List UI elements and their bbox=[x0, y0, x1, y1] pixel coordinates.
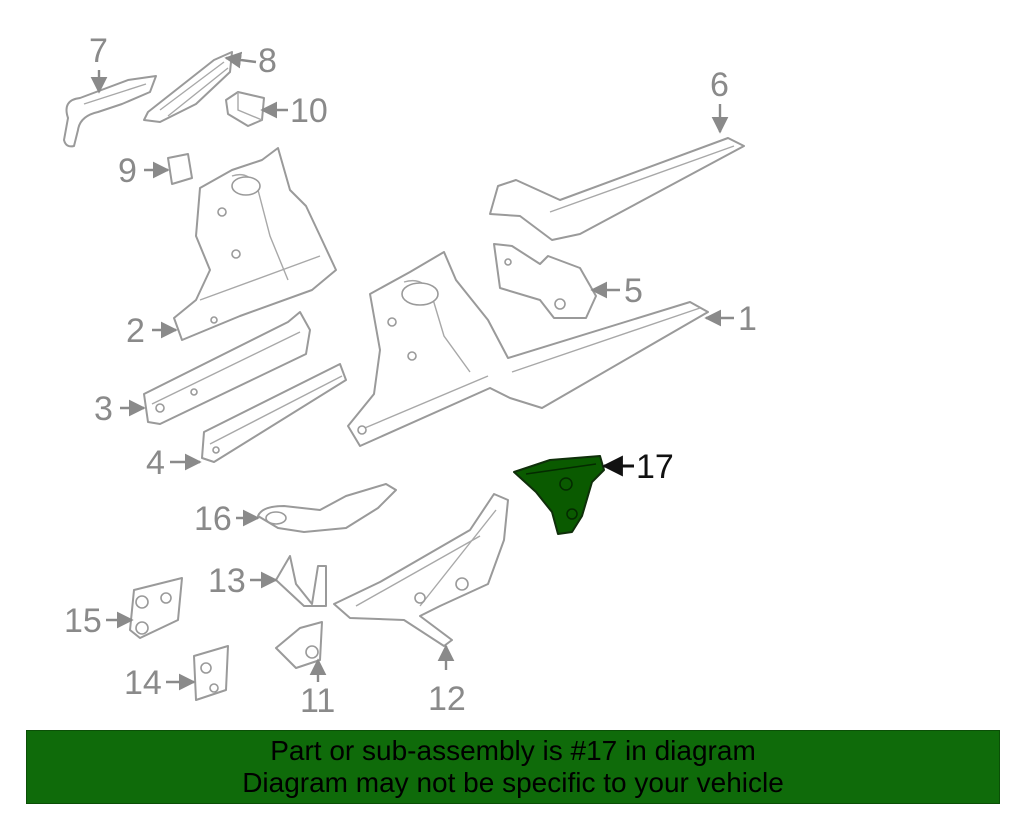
part-9-plate bbox=[167, 153, 193, 185]
callout-4: 4 bbox=[146, 444, 165, 482]
parts-diagram: 7 8 10 9 6 2 1 5 3 4 16 13 15 14 11 12 1… bbox=[63, 32, 757, 720]
part-5-bracket bbox=[493, 243, 597, 319]
part-11-bracket bbox=[275, 621, 323, 669]
part-16-bracket bbox=[257, 483, 397, 533]
callout-6: 6 bbox=[710, 66, 729, 104]
callout-16: 16 bbox=[194, 500, 232, 538]
part-2-frame-rail bbox=[173, 147, 337, 341]
part-3-member bbox=[143, 311, 311, 425]
callout-12: 12 bbox=[428, 680, 466, 718]
part-10-block bbox=[225, 91, 265, 127]
callout-8: 8 bbox=[258, 42, 277, 80]
part-12-brace bbox=[333, 493, 509, 647]
callout-15: 15 bbox=[64, 602, 102, 640]
callout-2: 2 bbox=[126, 312, 145, 350]
part-7-bracket bbox=[63, 75, 157, 148]
part-6-rail bbox=[489, 137, 745, 241]
callout-3: 3 bbox=[94, 390, 113, 428]
part-13-bracket bbox=[275, 555, 327, 607]
callout-5: 5 bbox=[624, 272, 643, 310]
info-banner: Part or sub-assembly is #17 in diagram D… bbox=[26, 730, 1000, 804]
callout-13: 13 bbox=[208, 562, 246, 600]
callout-7: 7 bbox=[89, 32, 108, 70]
banner-line-1: Part or sub-assembly is #17 in diagram bbox=[270, 735, 756, 766]
part-15-plate bbox=[129, 577, 183, 639]
callout-10: 10 bbox=[290, 92, 328, 130]
callout-17: 17 bbox=[636, 448, 674, 486]
callout-11: 11 bbox=[300, 682, 335, 720]
part-4-member bbox=[201, 363, 347, 463]
callout-1: 1 bbox=[738, 300, 757, 338]
part-17-highlighted bbox=[513, 455, 605, 535]
callout-14: 14 bbox=[124, 664, 162, 702]
leader-lines bbox=[90, 51, 734, 691]
callout-9: 9 bbox=[118, 152, 137, 190]
part-8-rail bbox=[143, 51, 233, 123]
part-14-plate bbox=[193, 645, 229, 701]
banner-line-2: Diagram may not be specific to your vehi… bbox=[242, 767, 784, 798]
